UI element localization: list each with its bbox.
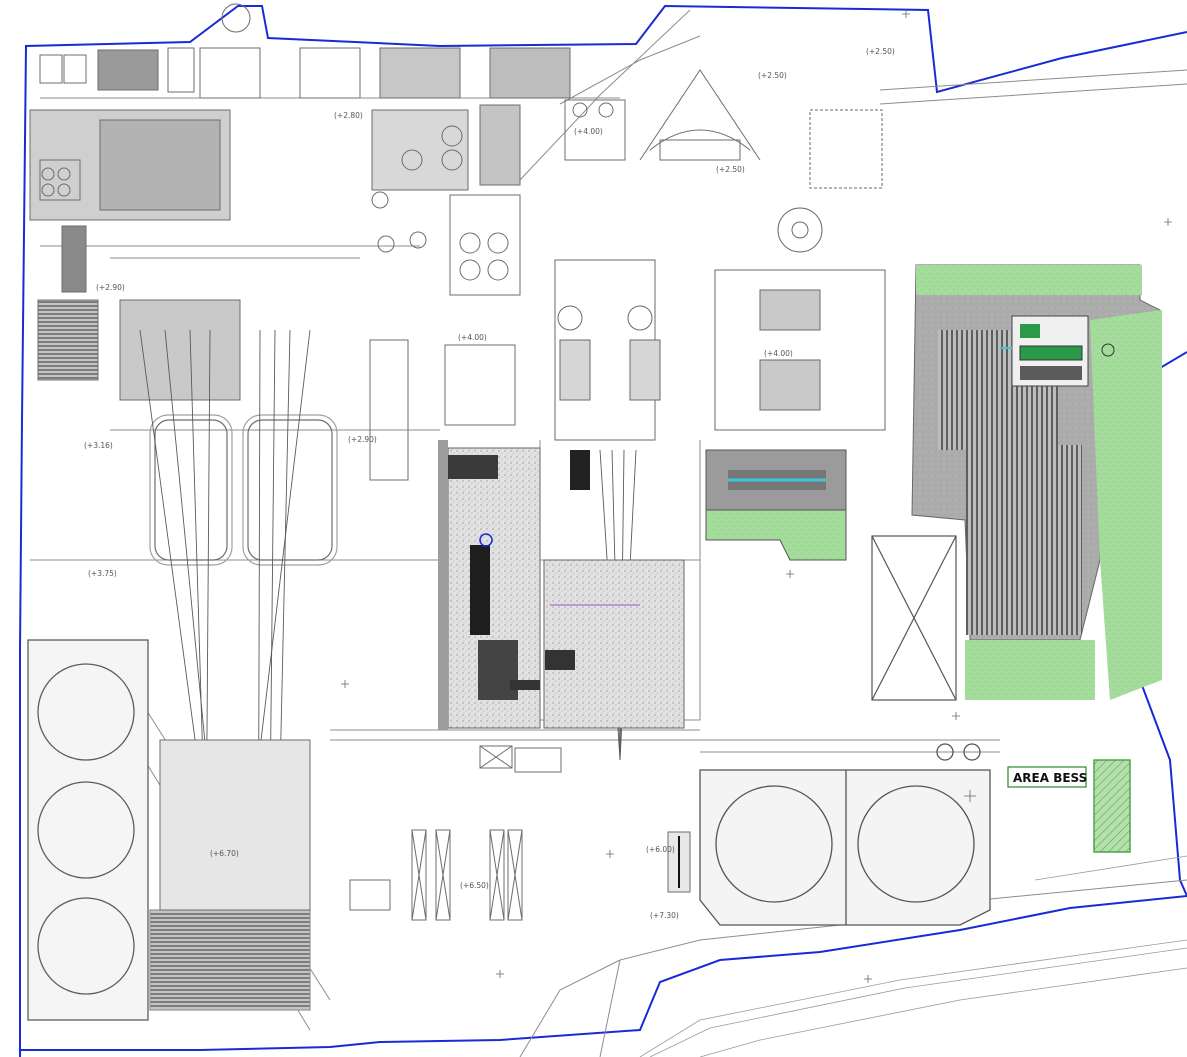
plant-equipment — [554, 109, 886, 441]
top-arc-structure — [639, 69, 761, 161]
elevation-label: (+4.00) — [574, 127, 603, 136]
elevation-label: (+2.90) — [96, 283, 125, 292]
elevation-label: (+6.70) — [210, 849, 239, 858]
elevation-label: (+6.50) — [460, 881, 489, 890]
elevation-label: (+3.75) — [88, 569, 117, 578]
elevation-label: (+4.00) — [458, 333, 487, 342]
central-substation — [438, 440, 685, 730]
elevation-label: (+2.80) — [334, 111, 363, 120]
elevation-labels: (+2.50) (+2.50) (+2.80) (+4.00) (+2.50) … — [84, 47, 895, 920]
elevation-label: (+4.00) — [764, 349, 793, 358]
road-network — [30, 9, 1187, 1057]
cyan-building — [705, 449, 847, 561]
elevation-label: (+3.16) — [84, 441, 113, 450]
survey-markers — [341, 10, 1172, 983]
bess-site — [911, 264, 1162, 700]
harbour-basins — [149, 414, 338, 566]
elevation-label: (+7.30) — [650, 911, 679, 920]
elevation-label: (+6.00) — [646, 845, 675, 854]
elevation-label: (+2.50) — [716, 165, 745, 174]
area-bess-label-box: AREA BESS — [1007, 766, 1087, 788]
elevation-label: (+2.90) — [348, 435, 377, 444]
bess-hatched-area — [1093, 759, 1131, 853]
area-bess-label: AREA BESS — [1013, 771, 1087, 785]
x-marked-area — [871, 535, 957, 701]
top-left-buildings — [29, 3, 571, 401]
lower-center-buildings — [159, 739, 691, 921]
railway — [639, 855, 1187, 1057]
left-storage-tanks — [27, 639, 311, 1021]
site-boundary-south — [20, 895, 1187, 1051]
lower-right-tanks — [699, 743, 991, 926]
elevation-label: (+2.50) — [866, 47, 895, 56]
central-upper-buildings — [369, 99, 626, 481]
site-boundary-line — [19, 4, 1187, 1057]
elevation-label: (+2.50) — [758, 71, 787, 80]
